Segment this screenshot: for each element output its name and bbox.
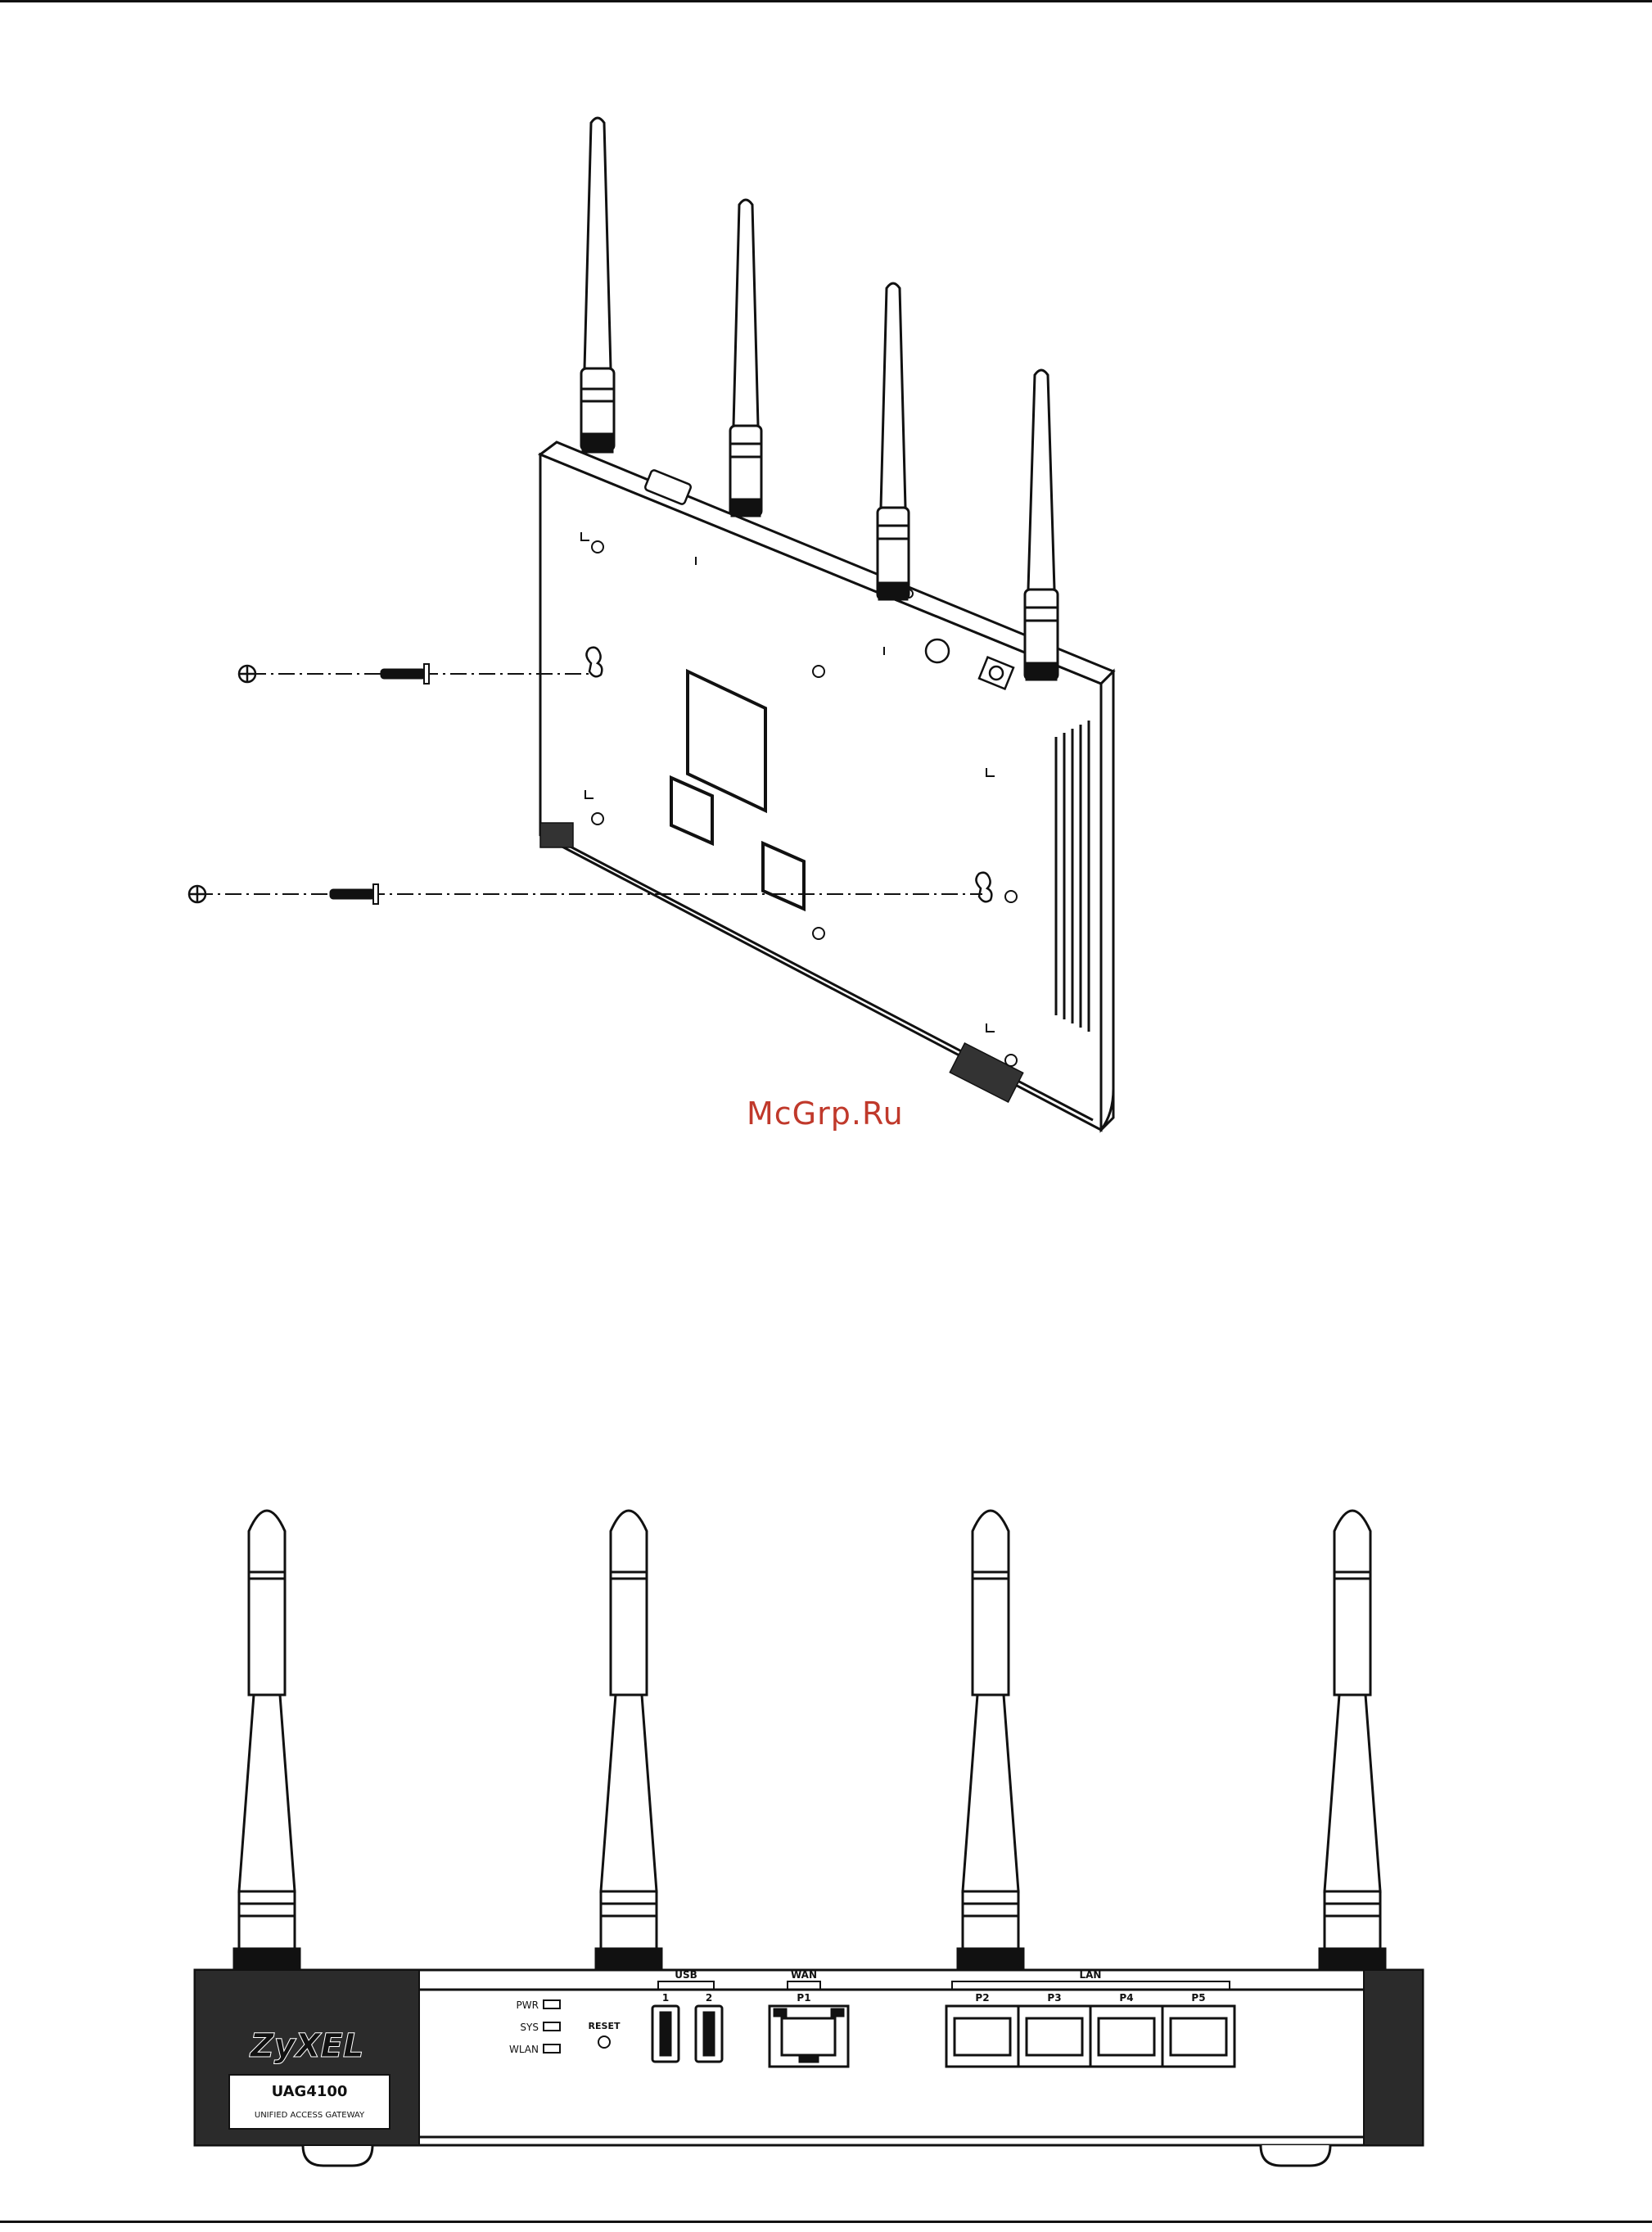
bottom-rule [0,2221,1652,2223]
top-rule [0,0,1652,2]
wan-port-label: P1 [797,1992,810,2004]
device-right-side [1101,671,1113,1130]
led-label-pwr: PWR [517,1999,539,2011]
reset-label: RESET [589,2021,621,2031]
led-icon [544,2000,560,2053]
usb-port-2-label: 2 [706,1992,712,2004]
led-label-wlan: WLAN [509,2044,539,2055]
reset-button [598,2036,610,2048]
watermark: McGrp.Ru [747,1096,904,1132]
lan-port-p5-label: P5 [1191,1992,1205,2004]
model-label: UAG4100 [272,2083,348,2100]
lan-port-p2-label: P2 [975,1992,989,2004]
usb-group-label: USB [675,1969,697,1981]
lan-port-p3-label: P3 [1047,1992,1061,2004]
model-subtitle: UNIFIED ACCESS GATEWAY [255,2111,365,2120]
led-label-sys: SYS [520,2022,539,2033]
front-panel-diagram: ZyXEL UAG4100 UNIFIED ACCESS GATEWAY PWR… [180,1482,1441,2203]
lan-port-p4-label: P4 [1119,1992,1133,2004]
wall-plug-icon [189,666,255,902]
wan-group-label: WAN [791,1969,817,1981]
ethernet-port-icon [770,2006,848,2067]
brand-logo: ZyXEL [249,2027,364,2065]
lan-group-label: LAN [1080,1969,1102,1981]
screw-icon [330,664,429,904]
usb-port-1-label: 1 [662,1992,669,2004]
wall-mount-diagram [164,106,1228,1138]
ethernet-port-icon [946,2006,1234,2067]
antenna-icon [234,1511,1385,1970]
